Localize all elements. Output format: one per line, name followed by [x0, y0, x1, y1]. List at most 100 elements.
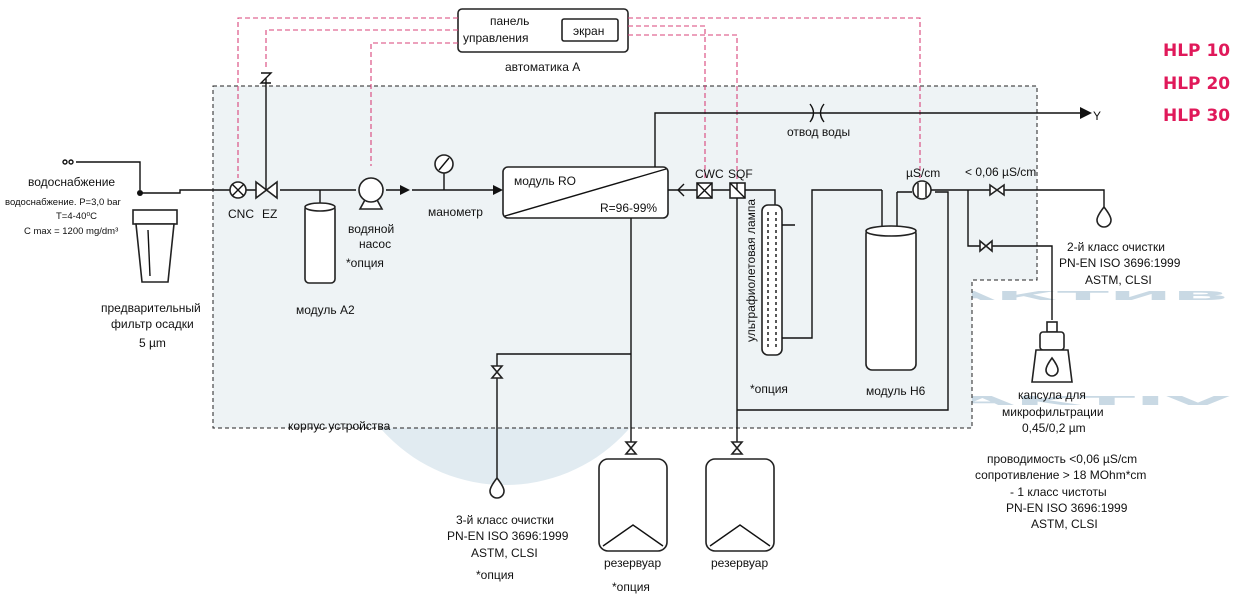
pipe-sqf-to-uv [745, 189, 776, 205]
supply-line [76, 161, 141, 190]
class2-line3: ASTM, CLSI [1085, 273, 1152, 287]
module-ro-title: модуль RO [514, 174, 576, 188]
class2-drop-icon [1096, 205, 1112, 228]
class3-drop-icon [489, 476, 505, 499]
conductivity-sensor-icon [912, 180, 932, 200]
pipe-h6-inlet [881, 190, 912, 232]
pump-line1: водяной [348, 222, 394, 236]
class2-line2: PN-EN ISO 3696:1999 [1059, 256, 1181, 270]
model-hlp30: HLP 30 [1163, 106, 1230, 126]
reservoir-2: резервуар [705, 441, 775, 570]
class1-line5: ASTM, CLSI [1031, 517, 1098, 531]
reservoir2-valve-icon [730, 441, 744, 455]
model-hlp10: HLP 10 [1163, 41, 1230, 61]
housing-label: корпус устройства [288, 419, 391, 433]
reservoir1-label: резервуар [604, 556, 661, 570]
drain-arrow-icon [1080, 107, 1092, 119]
reservoir2-body [705, 458, 775, 552]
signal-line-sqf [628, 34, 738, 180]
module-a2: модуль A2 [296, 190, 355, 317]
water-supply-param2: T=4-40⁰C [56, 211, 97, 222]
uv-lamp-label: ультрафиолетовая лампа [744, 199, 758, 342]
signal-lines [237, 17, 921, 180]
water-supply-param3: C max = 1200 mg/dm³ [24, 226, 118, 237]
reservoir1-inner-icon [602, 524, 664, 547]
automation-label: автоматика A [505, 60, 580, 74]
conductivity-sensor: µS/cm < 0,06 µS/cm [906, 165, 1036, 200]
ez-valve: EZ [255, 72, 278, 221]
class3-line1: 3-й класс очистки [456, 513, 554, 527]
class3-line2: PN-EN ISO 3696:1999 [447, 529, 569, 543]
drain: отвод воды Y [654, 103, 1101, 167]
conductivity-sensor-label: µS/cm [906, 166, 940, 180]
water-supply: водоснабжение водоснабжение. P=3,0 bar T… [5, 159, 143, 237]
reservoir2-label: резервуар [711, 556, 768, 570]
module-h6-label: модуль H6 [866, 384, 926, 398]
prefilter: предварительный фильтр осадки 5 µm [101, 189, 230, 350]
cwc-label: CWC [695, 167, 724, 181]
signal-line-cwc [628, 25, 706, 180]
screen-box [561, 18, 619, 42]
water-supply-param1: водоснабжение. P=3,0 bar [5, 197, 121, 208]
module-h6: модуль H6 [865, 190, 926, 398]
control-panel-line1: панель [490, 14, 529, 28]
capsule-line1: капсула для [1018, 388, 1086, 402]
uv-lamp-option: *опция [750, 382, 788, 396]
prefilter-line3: 5 µm [139, 336, 166, 350]
signal-line-sensor [628, 17, 921, 178]
class1-line4: PN-EN ISO 3696:1999 [1006, 501, 1128, 515]
control-panel-line2: управления [463, 31, 528, 45]
cwc-valve: CWC [695, 167, 724, 199]
capsule-housing-icon [1039, 331, 1065, 351]
sqf-valve-mark [729, 182, 746, 199]
prefilter-cap [132, 209, 178, 225]
capsule-top-icon [1046, 321, 1058, 333]
pipe-uv-outlet [782, 189, 882, 339]
module-a2-top [304, 202, 336, 212]
reservoir2-inner-icon [709, 524, 771, 547]
uv-lamp: ультрафиолетовая лампа *опция [744, 189, 882, 396]
cwc-valve-cross [696, 182, 713, 199]
capsule-line3: 0,45/0,2 µm [1022, 421, 1086, 435]
module-ro-ratio: R=96-99% [600, 201, 657, 215]
module-h6-top [865, 225, 917, 237]
capsule-valve-icon [979, 239, 993, 253]
module-ro-membrane [504, 168, 667, 217]
reservoir1-body [598, 458, 668, 552]
module-ro: модуль RO R=96-99% [493, 166, 669, 219]
cnc-valve-cross [231, 183, 245, 197]
signal-line-pump [370, 42, 458, 166]
signal-line-ez [265, 29, 458, 70]
outlet-valve-icon [989, 183, 1005, 197]
pump-option: *опция [346, 256, 384, 270]
pipe-h6-return [737, 191, 949, 411]
ro-inlet-arrow-icon [493, 185, 503, 195]
capsule-drop-icon [1045, 356, 1059, 377]
pipe-drain [654, 112, 1090, 167]
pump-line2: насос [359, 237, 391, 251]
class3-valve-icon [490, 365, 504, 379]
class3-line3: ASTM, CLSI [471, 546, 538, 560]
flow-arrow-icon [400, 185, 410, 195]
model-hlp20: HLP 20 [1163, 74, 1230, 94]
control-panel: панель управления экран автоматика A [457, 8, 629, 74]
manometer: манометр [428, 154, 483, 219]
reservoir1-option: *опция [612, 580, 650, 594]
drain-symbol: Y [1093, 109, 1101, 123]
cnc-label: CNC [228, 207, 254, 221]
prefilter-rib [147, 229, 151, 277]
sqf-label: SQF [728, 167, 753, 181]
class1-line1: проводимость <0,06 µS/cm [987, 452, 1137, 466]
module-h6-body [865, 227, 917, 371]
uv-lamp-body [761, 204, 783, 356]
prefilter-body [135, 223, 175, 283]
drain-label: отвод воды [787, 125, 850, 139]
screen-label: экран [573, 24, 604, 38]
class1-line2: сопротивление > 18 MOhm*cm [975, 468, 1146, 482]
class1-line3: - 1 класс чистоты [1010, 485, 1107, 499]
pipe-capsule-branch [967, 190, 1053, 320]
supply-connector-icon [62, 159, 68, 165]
class3-option: *опция [476, 568, 514, 582]
module-a2-label: модуль A2 [296, 303, 355, 317]
